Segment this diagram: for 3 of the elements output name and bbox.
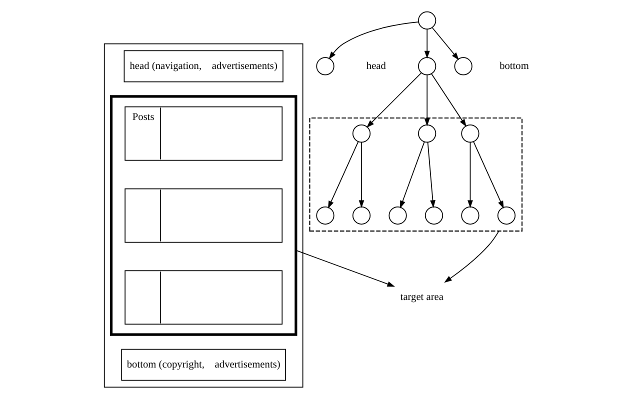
node-text: target area bbox=[400, 292, 443, 304]
node-label: bottom bbox=[499, 60, 528, 72]
node-label: head bbox=[366, 60, 386, 72]
